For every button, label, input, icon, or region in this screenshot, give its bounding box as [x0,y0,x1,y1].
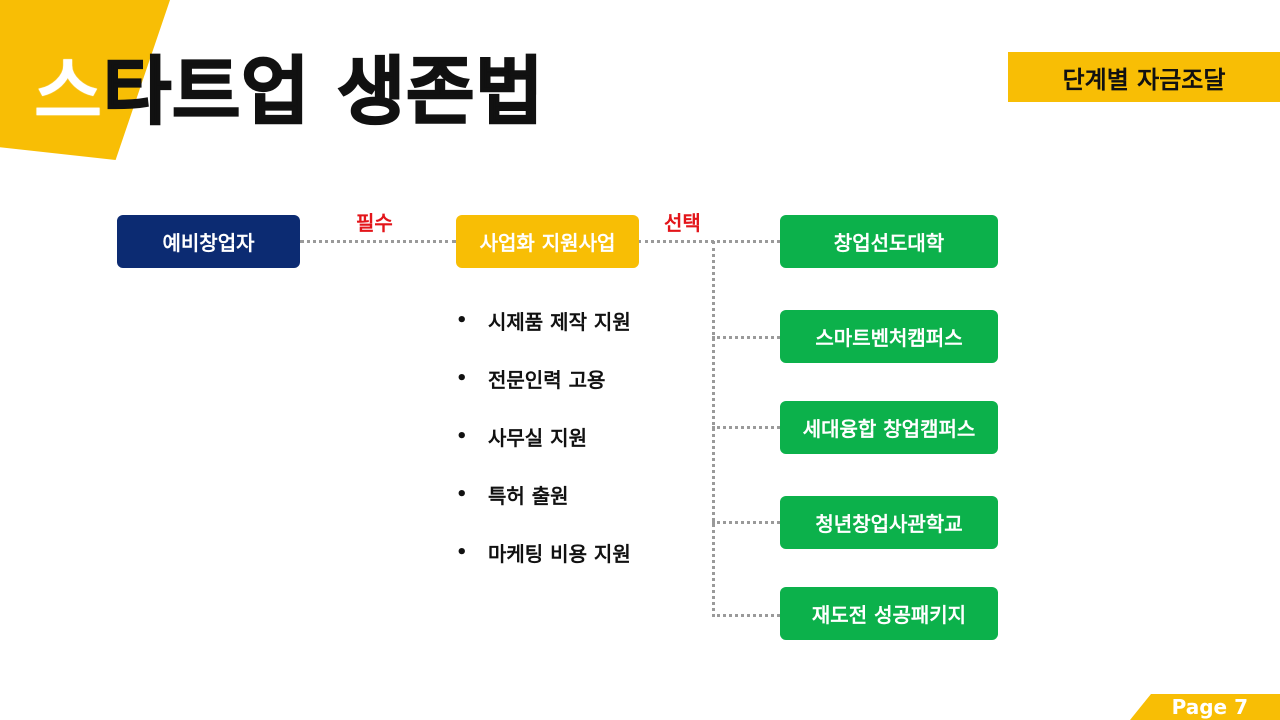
list-item-text: 특허 출원 [488,483,569,508]
list-item-text: 사무실 지원 [488,425,587,450]
connector-option-2 [712,336,780,339]
connector-option-3 [712,426,780,429]
list-item: • 시제품 제작 지원 [456,291,631,349]
connector-start-middle [300,240,456,243]
option-box-5: 재도전 성공패키지 [780,587,998,640]
option-box-4: 청년창업사관학교 [780,496,998,549]
list-item: • 전문인력 고용 [456,349,631,407]
list-item-text: 전문인력 고용 [488,367,606,392]
edge-label-required: 필수 [356,211,393,235]
connector-middle-options [638,240,780,243]
bullet: • [456,483,468,505]
title-text: 타트업 생존법 [102,48,545,136]
bullet: • [456,425,468,447]
title-first-letter: 스 [34,48,104,135]
edge-label-choice: 선택 [664,211,701,235]
list-item-text: 마케팅 비용 지원 [488,541,631,566]
middle-box: 사업화 지원사업 [456,215,639,268]
option-box-2: 스마트벤처캠퍼스 [780,310,998,363]
bullet: • [456,367,468,389]
connector-options-trunk [712,241,715,617]
bullet: • [456,309,468,331]
support-item-list: • 시제품 제작 지원 • 전문인력 고용 • 사무실 지원 • 특허 출원 • 마케팅 … [456,291,631,581]
option-box-3: 세대융합 창업캠퍼스 [780,401,998,454]
list-item-text: 시제품 제작 지원 [488,309,631,334]
bullet: • [456,541,468,563]
start-box: 예비창업자 [117,215,300,268]
list-item: • 사무실 지원 [456,407,631,465]
connector-option-4 [712,521,780,524]
page-number: Page 7 [1130,694,1280,720]
option-box-1: 창업선도대학 [780,215,998,268]
list-item: • 특허 출원 [456,465,631,523]
list-item: • 마케팅 비용 지원 [456,523,631,581]
connector-option-5 [712,614,780,617]
section-tag: 단계별 자금조달 [1008,52,1280,102]
